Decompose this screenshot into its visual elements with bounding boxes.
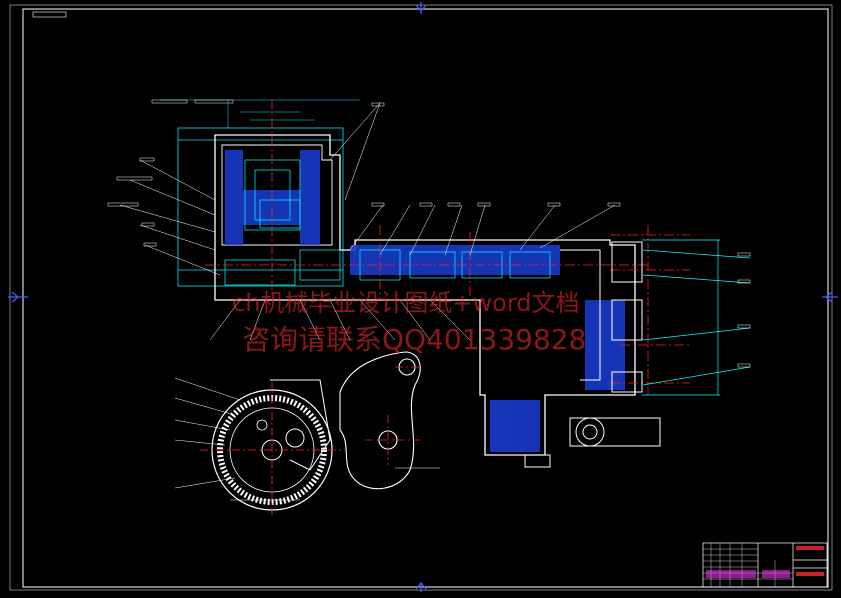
main-section-view [107,99,751,468]
title-block [702,542,828,588]
circular-section-view [174,377,345,515]
lever-view [339,351,440,490]
centering-marks [8,2,838,592]
